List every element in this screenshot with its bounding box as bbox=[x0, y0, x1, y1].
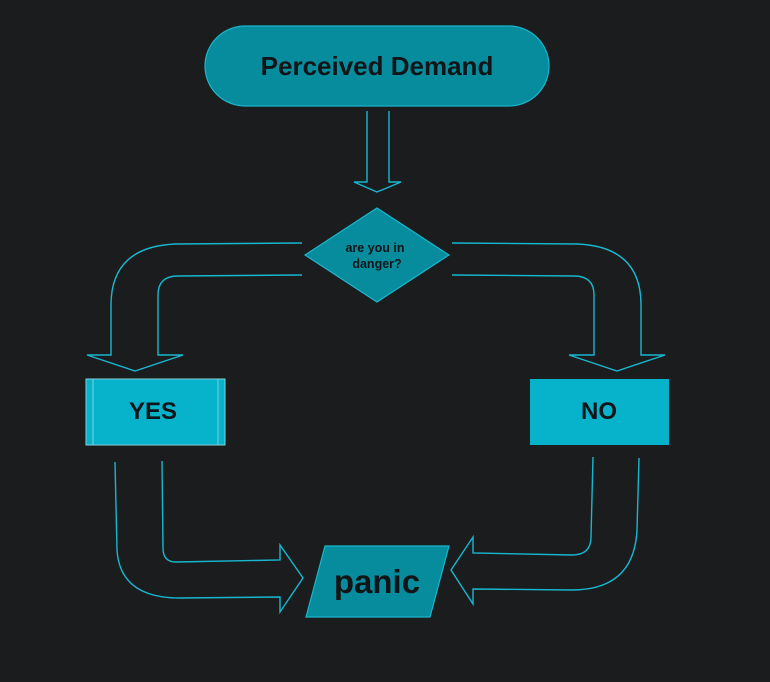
arrow-decision-to-no bbox=[451, 242, 666, 372]
decision-node: are you in danger? bbox=[303, 207, 451, 303]
panic-label: panic bbox=[334, 563, 420, 600]
panic-node: panic bbox=[305, 545, 450, 618]
decision-label-line1: are you in bbox=[345, 241, 404, 255]
start-label: Perceived Demand bbox=[261, 51, 494, 81]
no-label: NO bbox=[581, 398, 617, 425]
decision-label-line2: danger? bbox=[352, 257, 401, 271]
yes-label: YES bbox=[129, 398, 177, 425]
arrow-no-to-panic bbox=[450, 456, 640, 607]
arrow-yes-to-panic bbox=[114, 460, 304, 615]
yes-node: YES bbox=[85, 378, 226, 446]
start-node: Perceived Demand bbox=[204, 25, 550, 107]
no-node: NO bbox=[530, 379, 669, 445]
arrow-start-to-decision bbox=[353, 111, 402, 193]
arrow-decision-to-yes bbox=[86, 242, 303, 372]
